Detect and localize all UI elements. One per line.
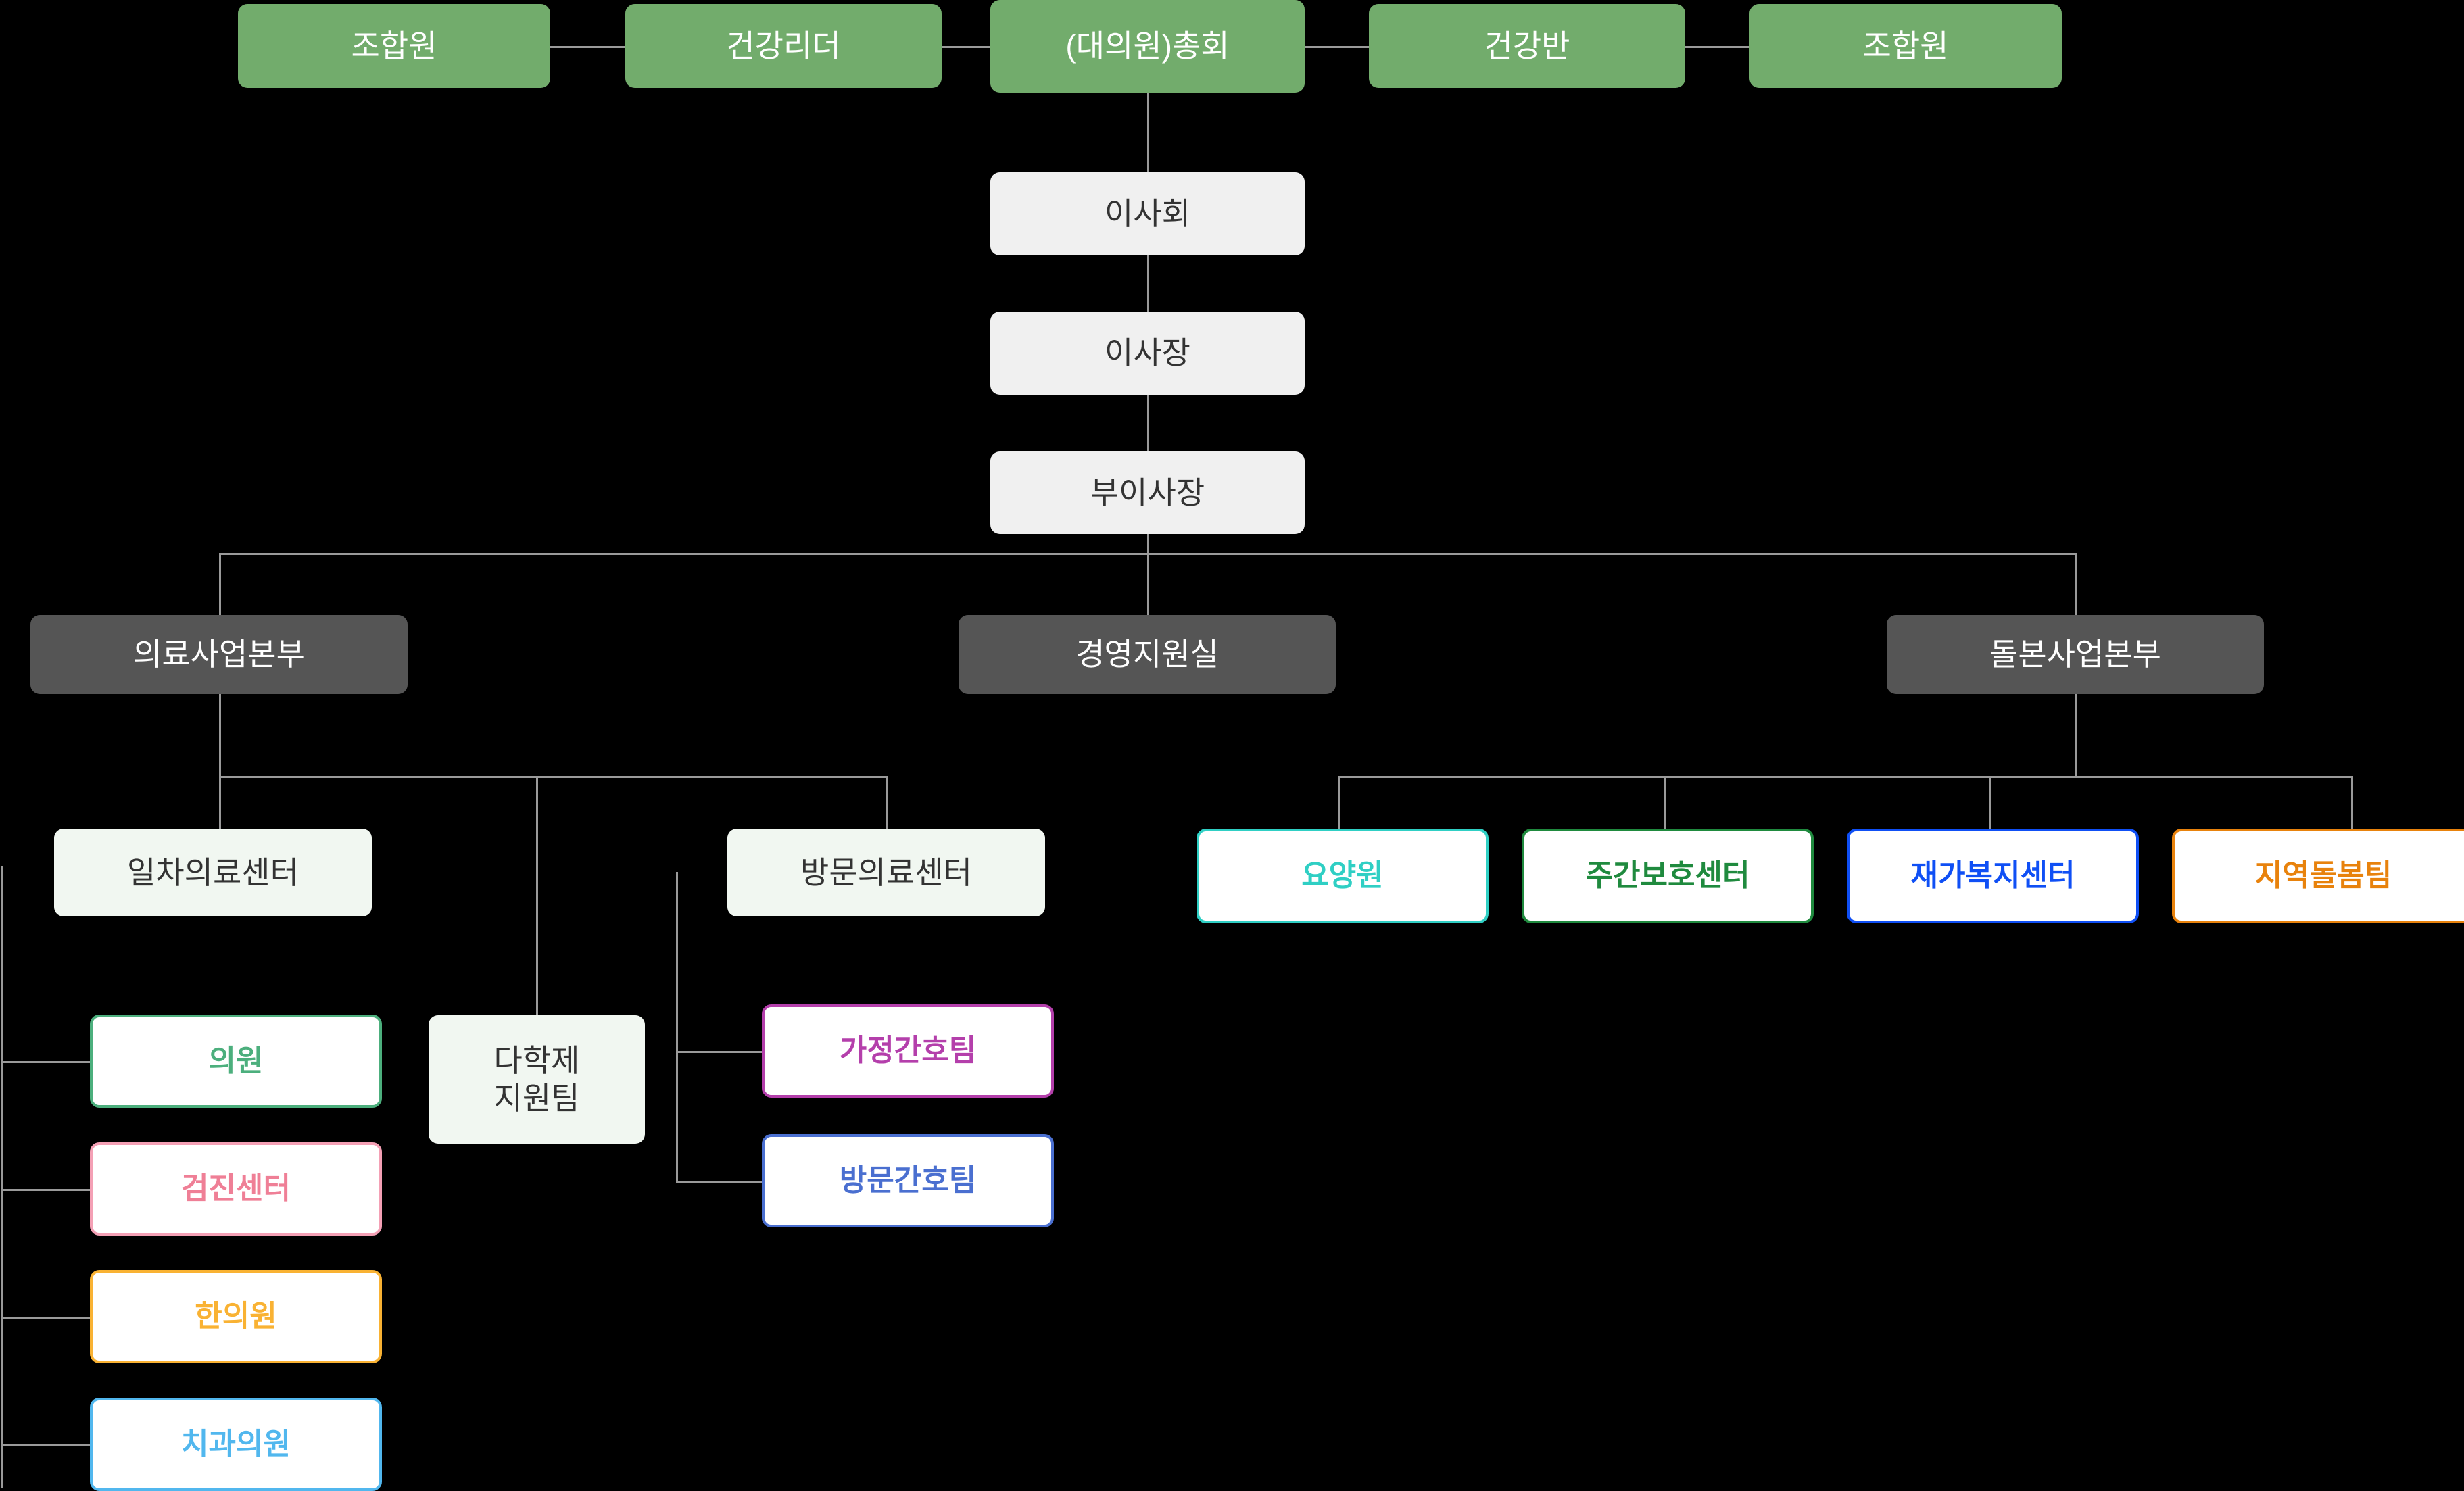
node-general-meeting[interactable]: (대의원)총회: [990, 0, 1305, 93]
node-local-care-team[interactable]: 지역돌봄팀: [2172, 829, 2464, 923]
node-medical-division[interactable]: 의료사업본부: [30, 615, 408, 694]
node-home-medical-center[interactable]: 방문의료센터: [727, 829, 1045, 916]
connector-care-drop: [2075, 694, 2077, 776]
connector-board-chairman: [1147, 255, 1149, 312]
connector-care-bus: [1338, 776, 2352, 778]
node-admin-division[interactable]: 경영지원실: [959, 615, 1336, 694]
connector-bus-admin: [1147, 553, 1149, 615]
node-dental-clinic[interactable]: 치과의원: [90, 1398, 382, 1491]
node-board[interactable]: 이사회: [990, 172, 1305, 255]
connector-bus-medical: [219, 553, 221, 615]
connector-home-to-visitnursing: [676, 1181, 762, 1183]
node-multidisciplinary-team[interactable]: 다학제 지원팀: [429, 1015, 645, 1144]
connector-primary-to-dental: [1, 1444, 90, 1446]
connector-bus-care: [2075, 553, 2077, 615]
node-chairman[interactable]: 이사장: [990, 312, 1305, 395]
node-home-welfare-center[interactable]: 재가복지센터: [1847, 829, 2139, 923]
connector-medical-to-primary: [219, 776, 221, 829]
connector-medical-to-multi: [536, 776, 538, 1015]
connector-primary-to-clinic: [1, 1061, 90, 1063]
node-day-care-center[interactable]: 주간보호센터: [1522, 829, 1814, 923]
node-vice-chairman[interactable]: 부이사장: [990, 451, 1305, 534]
connector-assembly-2: [942, 46, 990, 48]
node-member-right[interactable]: 조합원: [1749, 4, 2062, 88]
connector-medical-drop: [219, 694, 221, 776]
connector-primary-to-checkup: [1, 1189, 90, 1191]
connector-home-to-homenursing: [676, 1051, 762, 1053]
node-primary-care-center[interactable]: 일차의료센터: [54, 829, 372, 916]
connector-assembly-3: [1305, 46, 1369, 48]
connector-assembly-4: [1685, 46, 1749, 48]
connector-medical-to-home: [886, 776, 888, 829]
node-visit-nursing-team[interactable]: 방문간호팀: [762, 1134, 1054, 1227]
node-health-group[interactable]: 건강반: [1369, 4, 1685, 88]
connector-care-to-localcare: [2351, 776, 2353, 829]
node-oriental-clinic[interactable]: 한의원: [90, 1270, 382, 1363]
connector-care-to-nursinghome: [1338, 776, 1340, 829]
connector-primary-trunk: [1, 866, 3, 1488]
connector-care-to-welfare: [1989, 776, 1991, 829]
connector-assembly-1: [550, 46, 625, 48]
connector-medical-bus: [219, 776, 888, 778]
connector-home-trunk: [676, 872, 678, 1183]
node-clinic[interactable]: 의원: [90, 1015, 382, 1108]
connector-care-to-daycare: [1664, 776, 1666, 829]
node-health-leader[interactable]: 건강리더: [625, 4, 942, 88]
node-checkup-center[interactable]: 검진센터: [90, 1142, 382, 1236]
connector-meeting-board: [1147, 93, 1149, 172]
node-care-division[interactable]: 돌본사업본부: [1887, 615, 2264, 694]
connector-primary-to-oriental: [1, 1317, 90, 1319]
connector-chairman-vice: [1147, 395, 1149, 451]
node-member-left[interactable]: 조합원: [238, 4, 550, 88]
node-nursing-home[interactable]: 요양원: [1197, 829, 1489, 923]
node-home-nursing-team[interactable]: 가정간호팀: [762, 1004, 1054, 1098]
